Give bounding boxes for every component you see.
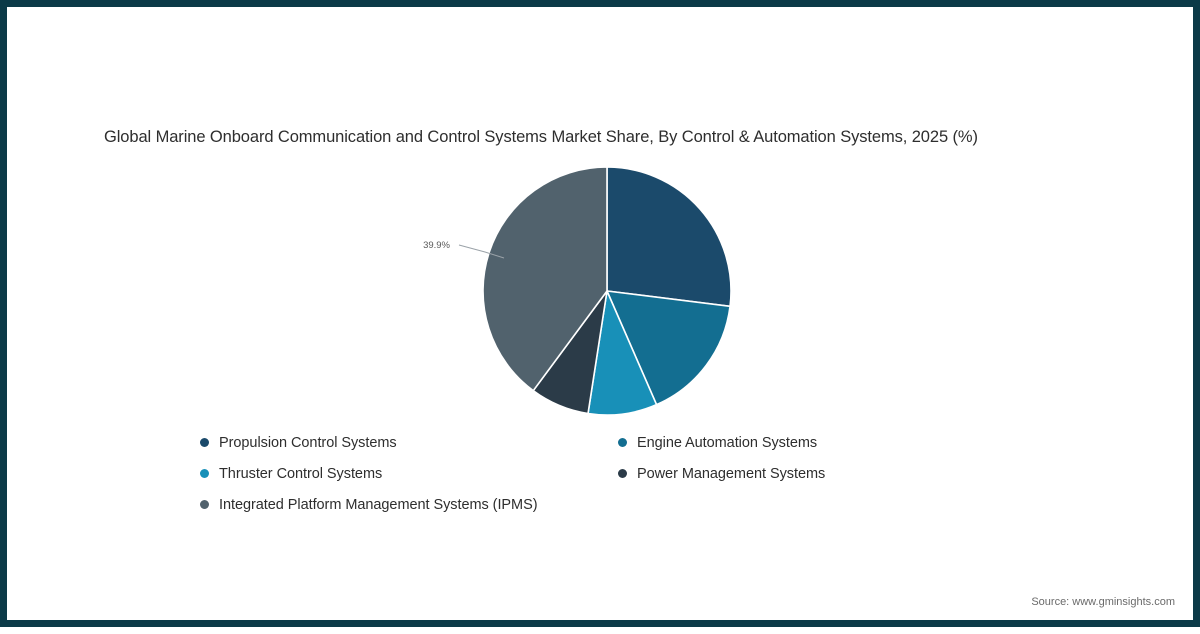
pie-chart-svg: 39.9% [423, 166, 732, 416]
pie-slice-engine-automation-systems[interactable] [605, 290, 731, 406]
legend-dot-icon [618, 438, 627, 447]
legend-dot-icon [618, 469, 627, 478]
legend-item-label: Power Management Systems [637, 465, 826, 482]
legend-item-label: Thruster Control Systems [219, 465, 383, 482]
legend-dot-icon [200, 500, 209, 509]
pie-slice-integrated-platform-management-systems[interactable] [482, 166, 608, 392]
pie-slice-propulsion-control-systems[interactable] [606, 166, 732, 308]
legend-item-label: Engine Automation Systems [637, 434, 818, 451]
source-attribution: Source: www.gminsights.com [1031, 596, 1175, 608]
legend-item-engine-automation-systems[interactable]: Engine Automation Systems [618, 427, 825, 458]
legend-dot-icon [200, 438, 209, 447]
page-title: Global Marine Onboard Communication and … [104, 128, 978, 146]
legend-item-propulsion-control-systems[interactable]: Propulsion Control Systems [200, 427, 538, 458]
legend-dot-icon [200, 469, 209, 478]
legend-column-left: Propulsion Control Systems Thruster Cont… [200, 427, 538, 520]
legend-column-right: Engine Automation Systems Power Manageme… [618, 427, 825, 489]
pie-slice-label-ipms: 39.9% [423, 240, 450, 251]
legend-item-integrated-platform-management-systems[interactable]: Integrated Platform Management Systems (… [200, 489, 538, 520]
legend-item-label: Integrated Platform Management Systems (… [219, 496, 538, 513]
pie-slices-group [482, 166, 732, 416]
pie-label-leader-line [458, 244, 505, 259]
pie-chart-area: 39.9% [7, 7, 1200, 634]
legend-item-power-management-systems[interactable]: Power Management Systems [618, 458, 825, 489]
legend-item-thruster-control-systems[interactable]: Thruster Control Systems [200, 458, 538, 489]
pie-slice-power-management-systems[interactable] [532, 290, 608, 415]
legend-item-label: Propulsion Control Systems [219, 434, 397, 451]
pie-slice-thruster-control-systems[interactable] [587, 288, 658, 416]
